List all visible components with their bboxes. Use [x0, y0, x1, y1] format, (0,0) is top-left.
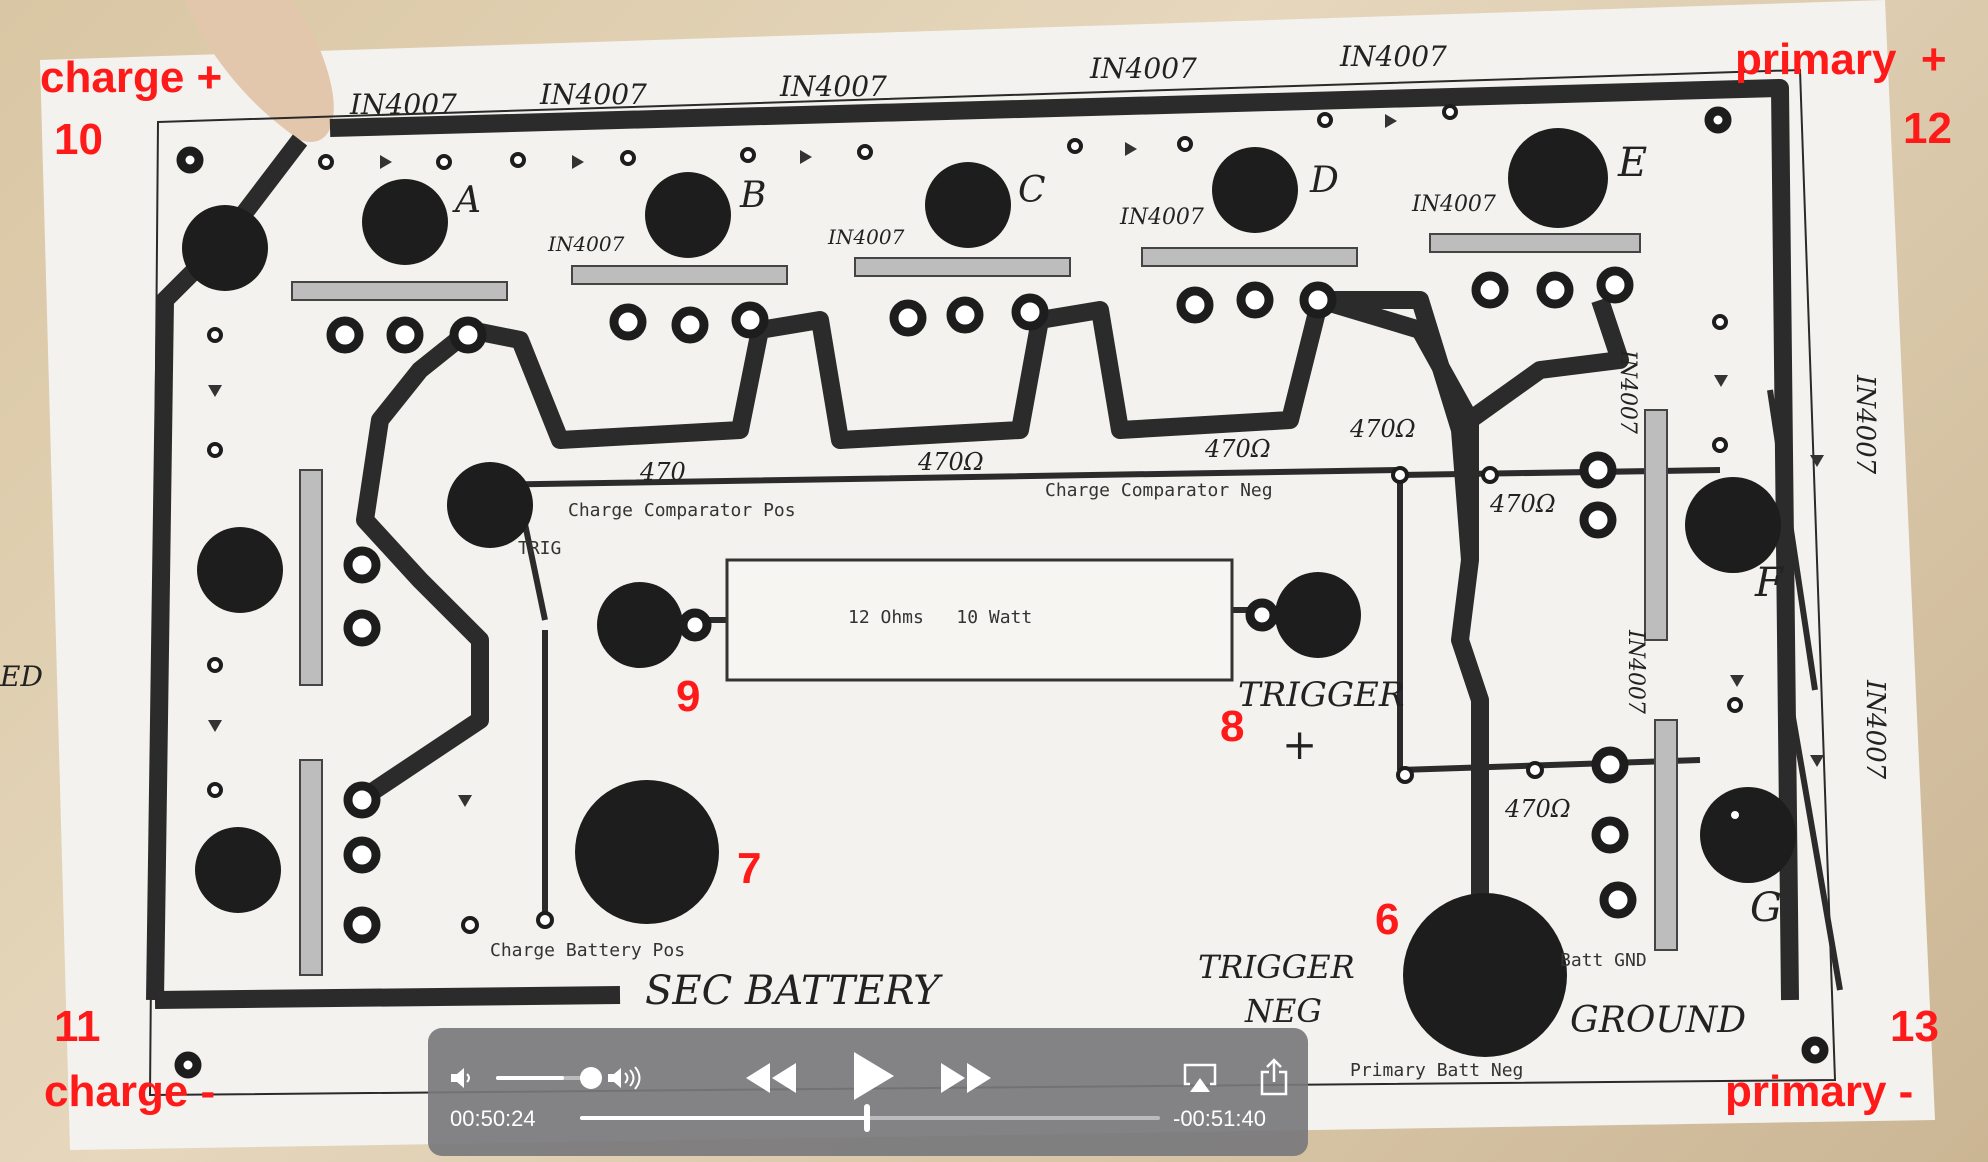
trigger-neg-label-2: NEG — [1245, 992, 1322, 1030]
label-number-6: 6 — [1375, 895, 1400, 944]
heatsink-bars — [291, 233, 1678, 976]
small-pads — [174, 106, 1829, 1079]
volume-slider[interactable] — [496, 1076, 586, 1080]
diode-label-small-3: IN4007 — [1120, 205, 1204, 230]
scrubber-progress — [580, 1116, 868, 1120]
label-charge-minus: charge - — [44, 1067, 216, 1116]
label-primary-plus: primary + — [1735, 35, 1947, 84]
transistor-label-e: E — [1618, 140, 1648, 186]
resistor-label-6: 470Ω — [1505, 795, 1571, 823]
scrubber-handle[interactable] — [864, 1104, 871, 1132]
transistor-label-c: C — [1018, 170, 1046, 211]
label-number-8: 8 — [1220, 702, 1245, 751]
label-number-9: 9 — [676, 672, 701, 721]
transistor-label-g: G — [1750, 885, 1782, 931]
sec-battery-label: SEC BATTERY — [645, 968, 940, 1014]
charge-battery-pos-label: Charge Battery Pos — [490, 940, 686, 961]
transistor-label-b: B — [740, 175, 767, 216]
large-pads — [182, 128, 1796, 1057]
label-number-7: 7 — [737, 844, 762, 893]
load-resistor-box — [725, 558, 1234, 682]
resistor-label-1: 470 — [640, 458, 686, 486]
comparator-neg-label: Charge Comparator Neg — [1045, 480, 1273, 501]
label-number-12: 12 — [1903, 104, 1952, 153]
primary-batt-neg-label: Primary Batt Neg — [1350, 1060, 1524, 1081]
diode-label-side-1: IN4007 — [1850, 375, 1880, 475]
resistor-label-3: 470Ω — [1205, 435, 1271, 463]
finger — [185, 0, 334, 142]
diode-label-right-2: IN4007 — [1623, 630, 1648, 714]
volume-slider-knob[interactable] — [580, 1067, 602, 1089]
batt-gnd-label: Batt GND — [1560, 950, 1647, 971]
transistor-label-f: F — [1755, 560, 1783, 606]
diode-label-top-1: IN4007 — [350, 88, 457, 121]
diode-label-top-3: IN4007 — [780, 70, 887, 103]
trigger-plus-sign: + — [1282, 720, 1318, 769]
trig-label: TRIG — [518, 538, 562, 559]
label-charge-plus: charge + — [40, 53, 223, 102]
left-edge-text: ED — [0, 660, 43, 693]
remaining-time: -00:51:40 — [1173, 1106, 1266, 1131]
diode-symbols — [208, 114, 1824, 807]
diode-label-small-2: IN4007 — [828, 225, 905, 249]
resistor-label-4: 470Ω — [1350, 415, 1416, 443]
elapsed-time: 00:50:24 — [450, 1106, 536, 1131]
diode-label-small-4: IN4007 — [1412, 192, 1496, 217]
comparator-pos-label: Charge Comparator Pos — [568, 500, 796, 521]
diode-label-side-2: IN4007 — [1860, 680, 1890, 780]
play-icon[interactable] — [846, 1048, 900, 1104]
label-number-11: 11 — [54, 1002, 101, 1051]
share-icon[interactable] — [1256, 1056, 1292, 1098]
label-number-13: 13 — [1890, 1002, 1939, 1051]
video-controls-bar: 00:50:24 -00:51:40 — [428, 1028, 1308, 1156]
rewind-icon[interactable] — [743, 1056, 799, 1100]
resistor-label-2: 470Ω — [918, 448, 984, 476]
label-primary-minus: primary - — [1725, 1067, 1914, 1116]
diode-label-top-5: IN4007 — [1340, 40, 1447, 73]
diode-label-right-1: IN4007 — [1615, 350, 1640, 434]
resistor-label-5: 470Ω — [1490, 490, 1556, 518]
diode-label-top-4: IN4007 — [1090, 52, 1197, 85]
tiny-pads — [207, 104, 1743, 934]
fast-forward-icon[interactable] — [938, 1056, 994, 1100]
volume-slider-fill — [496, 1076, 564, 1080]
airplay-icon[interactable] — [1180, 1058, 1220, 1098]
diode-label-small-1: IN4007 — [548, 232, 625, 256]
diode-label-top-2: IN4007 — [540, 78, 647, 111]
ground-label: GROUND — [1570, 1000, 1747, 1041]
load-resistor-label: 12 Ohms 10 Watt — [848, 607, 1033, 628]
speaker-high-icon[interactable] — [604, 1062, 648, 1094]
speaker-low-icon[interactable] — [446, 1062, 478, 1094]
trigger-plus-text: TRIGGER — [1238, 675, 1405, 715]
label-number-10: 10 — [54, 115, 103, 164]
scrubber-track[interactable] — [580, 1104, 1160, 1132]
transistor-label-a: A — [455, 180, 481, 221]
trigger-neg-label: TRIGGER — [1198, 948, 1355, 986]
transistor-label-d: D — [1310, 160, 1339, 201]
